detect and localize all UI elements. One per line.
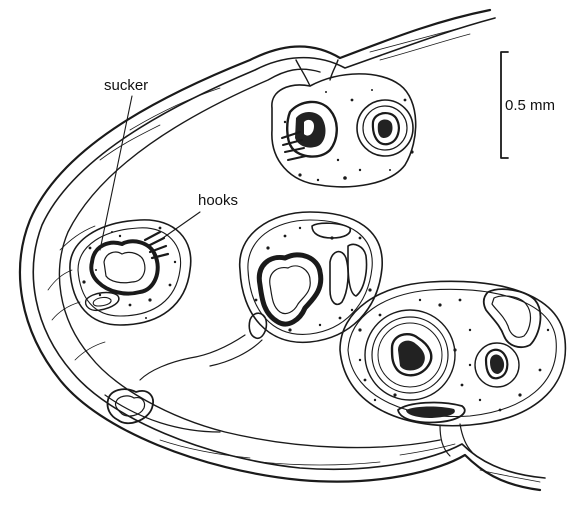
bottom-right-scolex-section <box>340 281 565 425</box>
scale-bar: 0.5 mm <box>501 52 555 158</box>
sucker-label: sucker <box>104 77 148 94</box>
sucker-leader-line <box>100 96 132 250</box>
scale-bar-label: 0.5 mm <box>505 97 555 114</box>
middle-scolex-section <box>240 212 383 342</box>
hooks-leader-line <box>160 212 200 240</box>
hooks-label: hooks <box>198 192 238 209</box>
left-scolex-section <box>70 220 191 325</box>
top-scolex-section <box>272 60 416 187</box>
